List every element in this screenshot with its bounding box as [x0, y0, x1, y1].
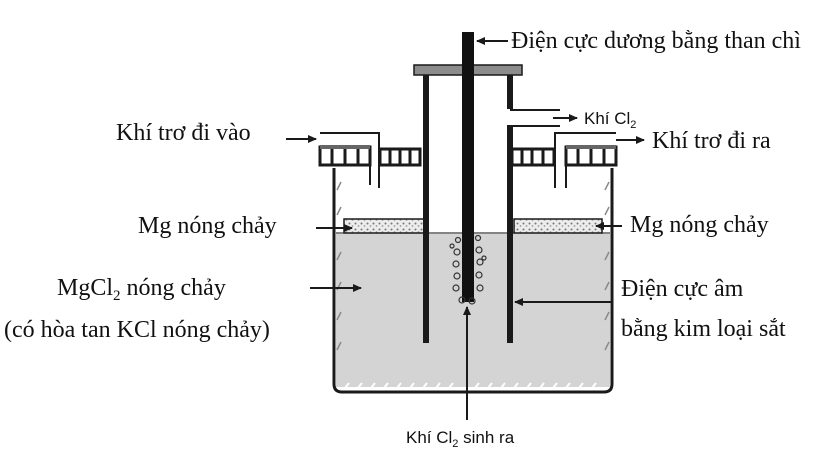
- graphite-anode: [462, 32, 474, 302]
- label-inert-out: Khí trơ đi ra: [652, 128, 771, 154]
- molten-mg-layer-left: [343, 218, 428, 234]
- anode-chamber-right-wall: [507, 75, 513, 109]
- cathode-iron-right: [507, 125, 513, 343]
- label-mg-right: Mg nóng chảy: [630, 212, 769, 238]
- inert-gas-inlet-pipe: [320, 132, 380, 188]
- anode-chamber-left-wall: [423, 75, 429, 343]
- lid-right-outer: [564, 145, 618, 167]
- arrows: [286, 37, 645, 420]
- label-mg-left: Mg nóng chảy: [138, 213, 277, 239]
- label-mgcl2: MgCl2 nóng chảy: [57, 275, 226, 304]
- lid-right-inner: [510, 147, 556, 167]
- label-cl2-generated: Khí Cl2 sinh ra: [406, 428, 515, 450]
- lid-left-outer: [318, 145, 372, 167]
- label-inert-in: Khí trơ đi vào: [116, 120, 251, 146]
- label-cl2-out: Khí Cl2: [584, 109, 636, 131]
- crucible-bottom-hatch: [344, 382, 597, 389]
- lid-left-inner: [378, 147, 422, 167]
- label-cathode-line1: Điện cực âm: [621, 276, 744, 302]
- cl2-bubbles: [449, 234, 487, 305]
- label-anode: Điện cực dương bằng than chì: [511, 28, 801, 54]
- crucible-wall: [332, 168, 614, 394]
- label-cathode-line2: bằng kim loại sắt: [621, 316, 786, 342]
- crucible-side-hatch: [336, 181, 610, 351]
- label-kcl: (có hòa tan KCl nóng chảy): [4, 317, 270, 343]
- molten-mg-layer-right: [513, 218, 603, 234]
- inert-gas-outlet-pipe: [554, 132, 616, 188]
